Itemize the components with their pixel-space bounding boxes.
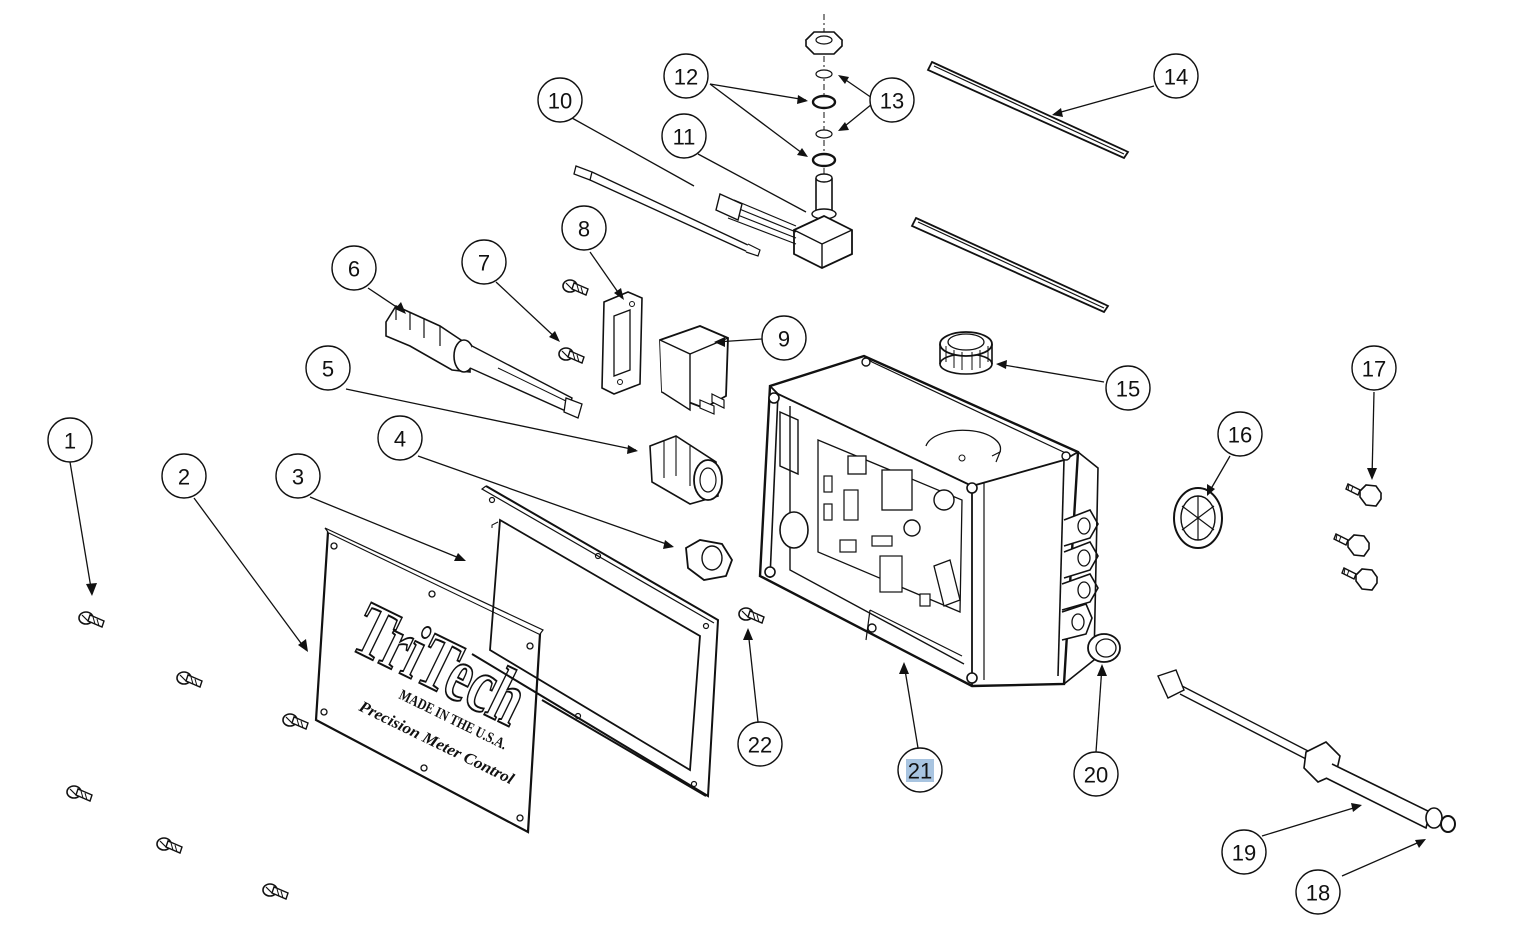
callout-16: 16 — [1228, 423, 1252, 448]
enclosure-box — [758, 354, 1099, 688]
callout-10: 10 — [548, 89, 572, 114]
callout-17: 17 — [1362, 357, 1386, 382]
callouts: 1 2 3 4 5 6 7 8 9 10 11 12 13 14 15 16 1 — [47, 53, 1397, 915]
rocker-switch — [659, 325, 729, 415]
probe-cable — [573, 165, 761, 257]
callout-circle-3 — [275, 453, 321, 499]
callout-7: 7 — [478, 251, 490, 276]
callout-5: 5 — [322, 357, 334, 382]
callout-15: 15 — [1116, 377, 1140, 402]
callout-21: 21 — [908, 759, 932, 784]
callout-circle-17 — [1351, 345, 1397, 391]
callout-8: 8 — [578, 217, 590, 242]
callout-circle-16 — [1217, 411, 1263, 457]
callout-14: 14 — [1164, 65, 1188, 90]
callout-circle-19 — [1221, 829, 1267, 875]
callout-20: 20 — [1084, 763, 1108, 788]
callout-12: 12 — [674, 65, 698, 90]
callout-11: 11 — [673, 125, 696, 150]
callout-22: 22 — [748, 733, 772, 758]
callout-circle-12 — [663, 53, 709, 99]
leader-lines — [69, 75, 1425, 877]
callout-circle-5 — [305, 345, 351, 391]
callout-9: 9 — [778, 327, 790, 352]
gasket — [471, 485, 720, 798]
callout-circle-15 — [1105, 365, 1151, 411]
callout-18: 18 — [1306, 881, 1330, 906]
level-probe — [1157, 669, 1456, 833]
plug — [1087, 633, 1121, 663]
potentiometer-assembly — [715, 14, 853, 269]
callout-3: 3 — [292, 465, 304, 490]
leader-arrowheads — [86, 75, 1426, 848]
callout-6: 6 — [348, 257, 360, 282]
callout-circle-10 — [537, 77, 583, 123]
callout-1: 1 — [64, 429, 76, 454]
switch-bezel — [601, 291, 643, 395]
callout-circle-6 — [331, 245, 377, 291]
callout-circle-14 — [1153, 53, 1199, 99]
callout-2: 2 — [178, 465, 190, 490]
callout-circle-22 — [737, 721, 783, 767]
callout-circle-9 — [761, 315, 807, 361]
callout-circle-20 — [1073, 751, 1119, 797]
callout-circle-13 — [869, 77, 915, 123]
grommet — [1173, 487, 1223, 549]
callout-4: 4 — [394, 427, 406, 452]
callout-circle-18 — [1295, 869, 1341, 915]
callout-circle-2 — [161, 453, 207, 499]
callout-circle-1 — [47, 417, 93, 463]
sensor-assembly — [385, 304, 583, 419]
hex-bolts — [1333, 483, 1382, 591]
callout-circle-8 — [561, 205, 607, 251]
callout-circle-11 — [661, 113, 707, 159]
callout-13: 13 — [880, 89, 904, 114]
callout-21-highlight — [906, 759, 934, 782]
hex-nut — [685, 539, 733, 581]
callout-circle-7 — [461, 239, 507, 285]
cable-gland — [649, 435, 723, 505]
nameplate: TriTech MADE IN THE U.S.A. Precision Met… — [314, 527, 544, 834]
knob — [939, 331, 993, 375]
mounting-rails — [910, 60, 1130, 314]
callout-19: 19 — [1232, 841, 1256, 866]
callout-circle-4 — [377, 415, 423, 461]
